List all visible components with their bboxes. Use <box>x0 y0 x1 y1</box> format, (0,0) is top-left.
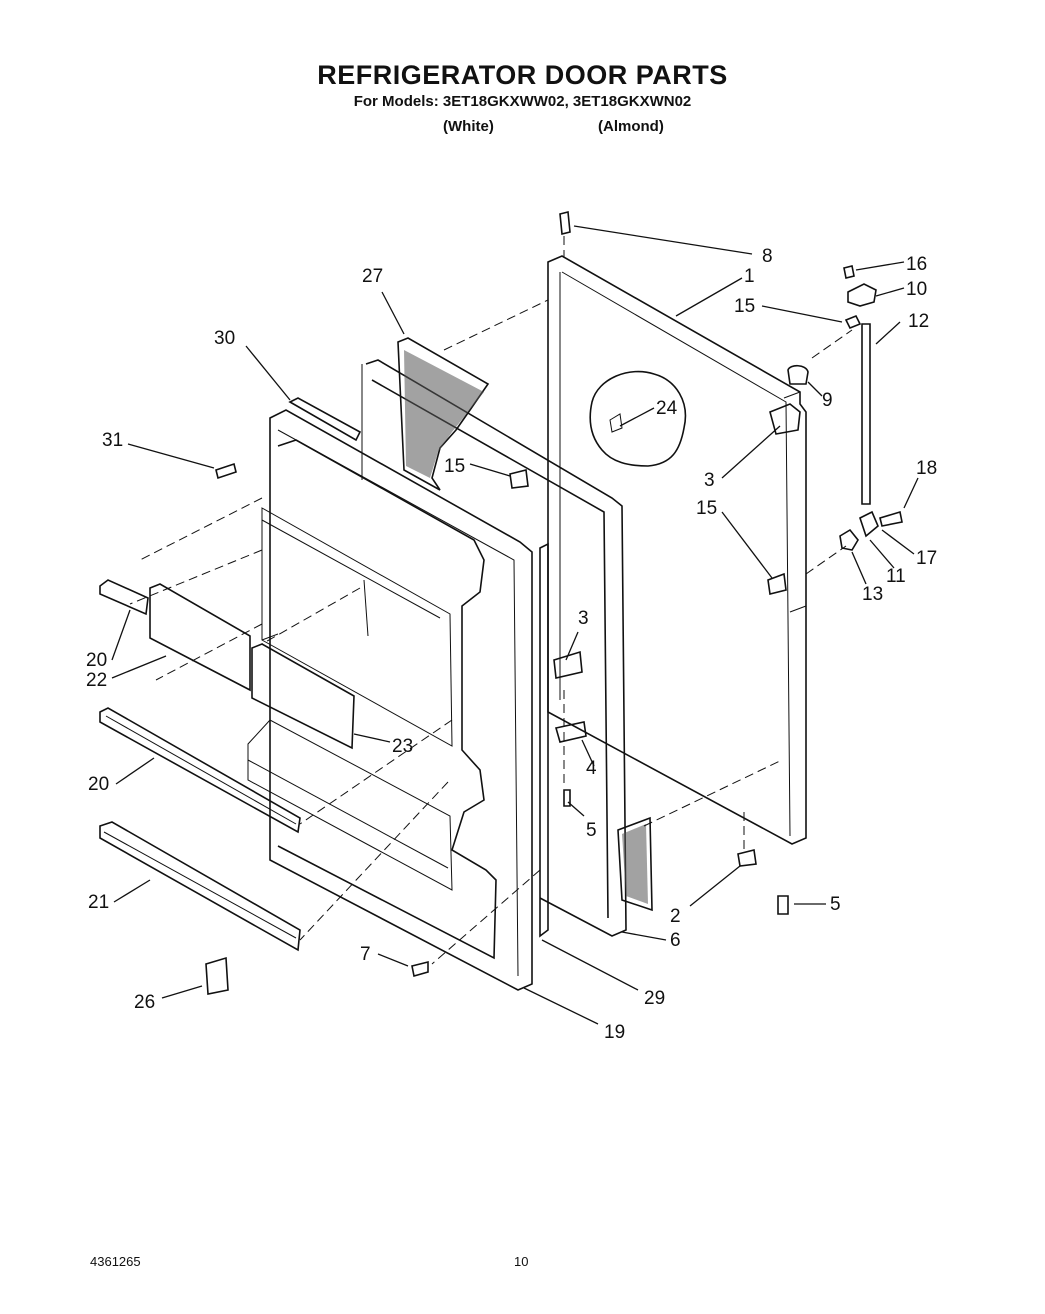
dairy-bin <box>149 583 251 692</box>
variant-white: (White) <box>443 118 494 135</box>
callout-5a: 5 <box>586 820 597 841</box>
inner-door-liner <box>247 409 533 991</box>
door-gasket <box>361 359 627 938</box>
callout-23: 23 <box>392 736 413 757</box>
page-title: REFRIGERATOR DOOR PARTS <box>317 60 728 90</box>
callout-1: 1 <box>744 266 755 287</box>
panel-insulation-patch <box>589 370 687 467</box>
callout-3a: 3 <box>704 470 715 491</box>
door-bin <box>251 643 355 750</box>
callout-6: 8 <box>762 246 773 267</box>
insulation-sheet <box>397 337 490 491</box>
callout-9: 7 <box>360 944 371 965</box>
callout-5b: 5 <box>830 894 841 915</box>
door-trim-top <box>288 397 362 442</box>
callout-14: 15 <box>734 296 755 317</box>
callout-29: 29 <box>644 988 665 1009</box>
callout-15a: 15 <box>444 456 465 477</box>
callout-13: 13 <box>862 584 883 605</box>
callout-11: 11 <box>886 566 906 587</box>
callout-15b: 15 <box>696 498 717 519</box>
hardware <box>205 210 789 995</box>
callout-16: 16 <box>906 254 927 275</box>
callout-12: 12 <box>908 311 929 332</box>
page-number: 10 <box>514 1254 529 1269</box>
callout-18: 18 <box>916 458 937 479</box>
callout-30: 30 <box>214 328 235 349</box>
door-outer-panel <box>547 255 807 845</box>
lower-insulation <box>617 816 653 912</box>
callout-24: 24 <box>656 398 678 419</box>
variant-almond: (Almond) <box>598 118 664 135</box>
page-header: REFRIGERATOR DOOR PARTS For Models: 3ET1… <box>0 60 1045 110</box>
callout-31: 31 <box>102 430 123 451</box>
callout-19: 19 <box>604 1022 625 1043</box>
door-rail-bottom <box>99 821 301 952</box>
door-rail-middle <box>99 707 301 834</box>
callout-10: 10 <box>906 279 927 300</box>
callout-21: 21 <box>88 892 109 913</box>
callout-20a: 20 <box>86 650 107 671</box>
callout-20b: 20 <box>88 774 109 795</box>
alignment-lines <box>129 236 853 965</box>
callout-2: 2 <box>670 906 681 927</box>
callout-27: 27 <box>362 266 383 287</box>
callout-3b: 3 <box>578 608 589 629</box>
document-number: 4361265 <box>90 1254 141 1269</box>
callout-8: 6 <box>670 930 681 951</box>
hinge-assembly <box>769 265 903 551</box>
callout-17: 17 <box>916 548 937 569</box>
callout-26: 26 <box>134 992 155 1013</box>
callout-22: 22 <box>86 670 107 691</box>
callout-7: 9 <box>822 390 833 411</box>
callout-4: 4 <box>586 758 597 779</box>
leader-lines <box>111 225 919 1025</box>
callout-labels: 8 1 27 30 31 15 24 16 10 15 12 9 3 18 15… <box>86 246 937 1043</box>
models-line: For Models: 3ET18GKXWW02, 3ET18GKXWN02 <box>353 93 692 110</box>
door-rail-upper <box>99 579 149 616</box>
